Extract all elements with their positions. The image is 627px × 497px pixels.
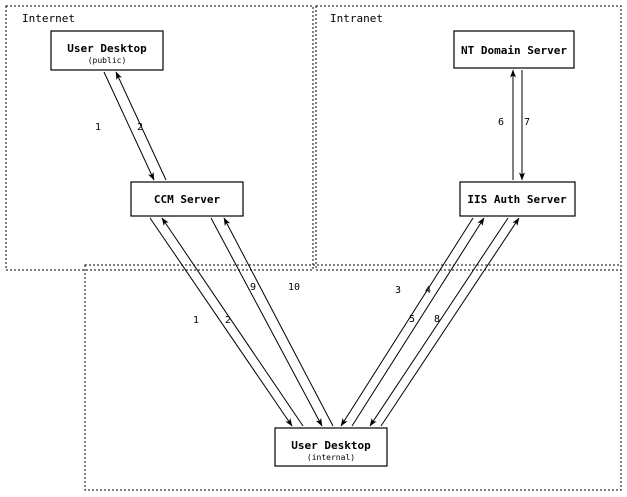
node-iis-auth-server[interactable]: IIS Auth Server [459, 181, 576, 217]
flow-label-6: 6 [498, 117, 504, 128]
node-user-desktop-internal[interactable]: User Desktop (internal) [274, 427, 388, 467]
flow-line-1-public-to-ccm [103, 71, 155, 181]
node-title-nt-domain-server: NT Domain Server [461, 44, 567, 57]
flow-label-1a: 1 [95, 122, 101, 133]
node-title-iis-auth-server: IIS Auth Server [467, 193, 567, 206]
flow-line-5-iis-to-internal [369, 217, 509, 427]
node-box-ccm-server[interactable] [130, 181, 244, 217]
zone-label-intranet: Intranet [330, 12, 383, 25]
flow-line-8-internal-to-iis [380, 217, 520, 427]
zone-label-internet: Internet [22, 12, 75, 25]
flow-line-2-ccm-to-public [115, 71, 167, 181]
flow-line-1-ccm-to-internal [149, 217, 293, 427]
node-subtitle-user-desktop-public: (public) [88, 56, 127, 65]
node-box-user-desktop-public[interactable] [50, 30, 164, 71]
zone-internet-boundary [5, 5, 314, 271]
nodes: User Desktop (public) CCM Server NT Doma… [50, 30, 576, 467]
flow-label-10: 10 [288, 282, 300, 293]
flow-label-7: 7 [524, 117, 530, 128]
flow-label-2b: 2 [225, 315, 231, 326]
zone-labels: Internet Intranet [22, 12, 383, 25]
flow-line-2-internal-to-ccm [161, 217, 304, 427]
flow-label-8: 8 [434, 314, 440, 325]
node-nt-domain-server[interactable]: NT Domain Server [453, 30, 575, 69]
node-ccm-server[interactable]: CCM Server [130, 181, 244, 217]
flow-connections [103, 69, 525, 427]
node-box-iis-auth-server[interactable] [459, 181, 576, 217]
flow-label-4: 4 [425, 285, 431, 296]
zone-intranet-boundary [315, 5, 622, 271]
zone-boundaries [5, 5, 622, 491]
node-title-user-desktop-internal: User Desktop [291, 439, 371, 452]
flow-line-3-iis-to-internal [340, 217, 474, 427]
node-box-nt-domain-server[interactable] [453, 30, 575, 69]
flow-line-10-internal-to-ccm [223, 217, 334, 427]
flow-label-9: 9 [250, 282, 256, 293]
zone-internal-boundary [84, 264, 622, 491]
flow-label-5: 5 [409, 314, 415, 325]
node-title-ccm-server: CCM Server [154, 193, 221, 206]
node-subtitle-user-desktop-internal: (internal) [307, 453, 355, 462]
flow-line-4-internal-to-iis [351, 217, 485, 427]
flow-line-9-ccm-to-internal [210, 217, 323, 427]
node-title-user-desktop-public: User Desktop [67, 42, 147, 55]
node-user-desktop-public[interactable]: User Desktop (public) [50, 30, 164, 71]
flow-step-labels: 1 2 1 2 3 4 5 6 7 8 9 10 [95, 117, 530, 326]
flow-label-2a: 2 [137, 122, 143, 133]
flow-label-3: 3 [395, 285, 401, 296]
flow-label-1b: 1 [193, 315, 199, 326]
node-box-user-desktop-internal[interactable] [274, 427, 388, 467]
